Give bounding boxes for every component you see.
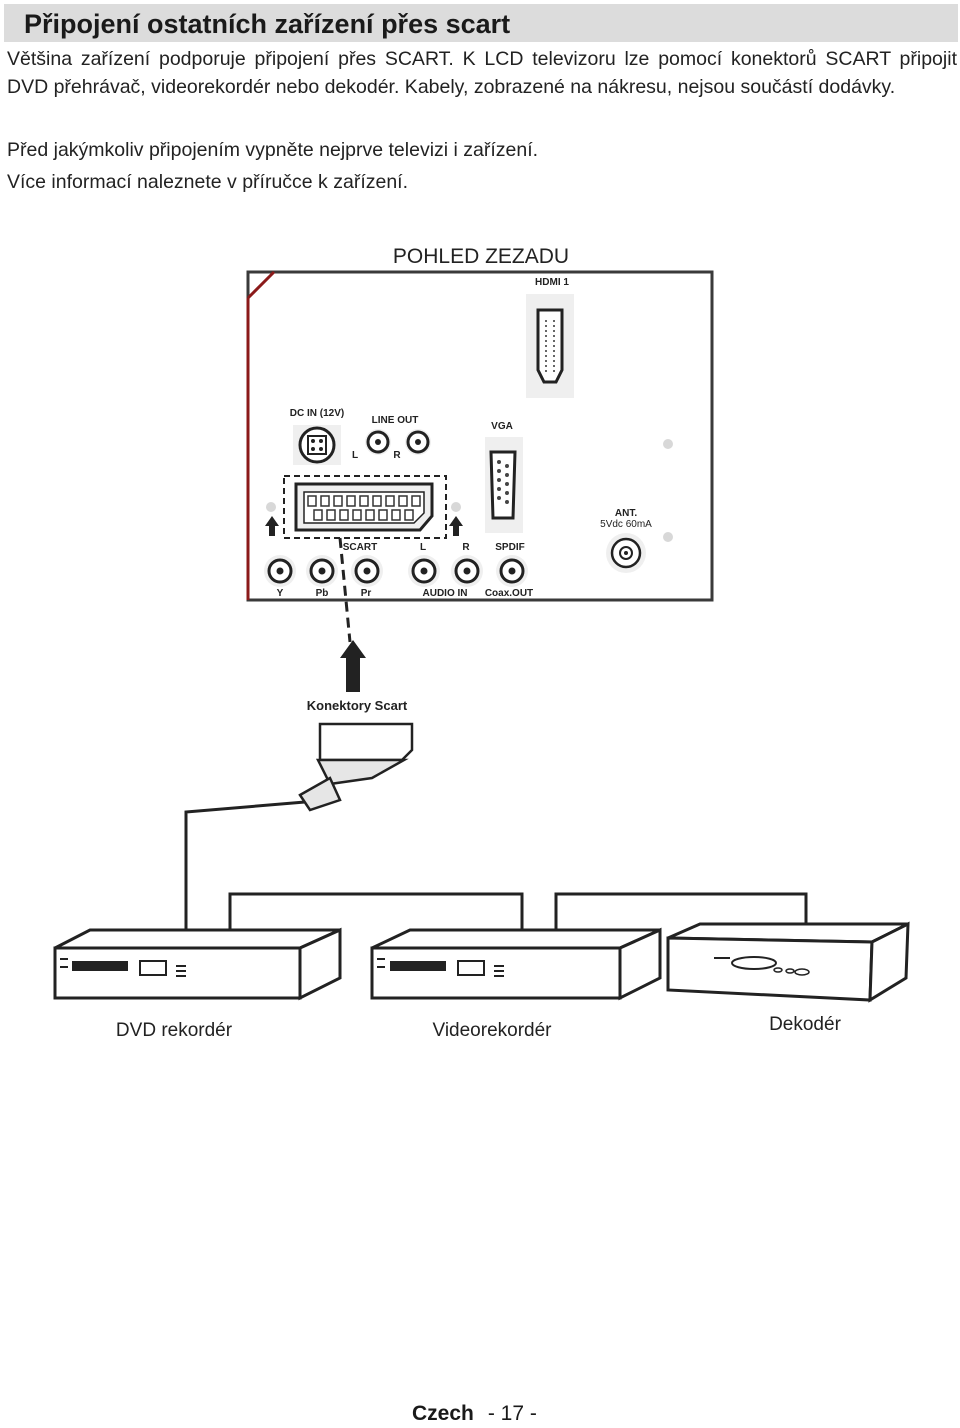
- y-label: Y: [277, 588, 284, 599]
- connection-diagram: POHLED ZEZADU HDMI 1 DC IN (12V) LINE OU…: [53, 245, 910, 1041]
- vga-label: VGA: [491, 421, 513, 432]
- panel-dot: [663, 532, 673, 542]
- footer-language: Czech: [412, 1402, 474, 1425]
- dvd-recorder-icon: [53, 927, 342, 1001]
- audio-l-label: L: [420, 542, 426, 553]
- up-arrow-icon: [449, 516, 463, 536]
- scart-plug-icon: [298, 722, 414, 812]
- diagram-title: POHLED ZEZADU: [393, 245, 569, 268]
- line-out-r-label: R: [393, 450, 401, 461]
- scart-label: SCART: [343, 542, 377, 553]
- scart-port: SCART: [283, 475, 447, 553]
- page-footer: Czech - 17 -: [412, 1402, 537, 1426]
- pr-label: Pr: [361, 588, 372, 599]
- connector-label: Konektory Scart: [307, 698, 408, 713]
- vcr-icon: [370, 927, 662, 1001]
- device-label-dvd: DVD rekordér: [116, 1020, 233, 1041]
- hdmi-label: HDMI 1: [535, 277, 569, 288]
- ant-spec-label: 5Vdc 60mA: [600, 519, 652, 530]
- vga-port: VGA: [485, 421, 523, 533]
- device-label-vcr: Videorekordér: [432, 1020, 552, 1041]
- rca-ports: [264, 555, 528, 587]
- info-paragraph: Více informací naleznete v příručce k za…: [7, 171, 409, 193]
- line-out-label: LINE OUT: [372, 415, 419, 426]
- line-out-l-label: L: [352, 450, 358, 461]
- warning-paragraph: Před jakýmkoliv připojením vypněte nejpr…: [7, 139, 539, 161]
- page-title: Připojení ostatních zařízení přes scart: [24, 9, 511, 39]
- dc-in-label: DC IN (12V): [290, 408, 344, 419]
- hdmi-port: HDMI 1: [526, 277, 574, 398]
- title-bar: Připojení ostatních zařízení přes scart: [4, 4, 958, 42]
- decoder-icon: [666, 921, 910, 1003]
- page-number: - 17 -: [487, 1402, 537, 1425]
- intro-paragraph: Většina zařízení podporuje připojení pře…: [7, 48, 957, 98]
- device-label-decoder: Dekodér: [769, 1014, 841, 1035]
- panel-dot: [266, 502, 276, 512]
- audio-r-label: R: [462, 542, 470, 553]
- panel-dot: [663, 439, 673, 449]
- pb-label: Pb: [316, 588, 329, 599]
- scart-cable: [184, 800, 808, 950]
- ant-label: ANT.: [615, 508, 637, 519]
- audio-in-label: AUDIO IN: [423, 588, 468, 599]
- scart-link-line: [338, 537, 352, 643]
- line-out-ports: LINE OUT L R: [352, 415, 431, 461]
- dc-in-port: DC IN (12V): [290, 408, 344, 465]
- coax-out-label: Coax.OUT: [485, 588, 533, 599]
- up-arrow-icon: [265, 516, 279, 536]
- big-up-arrow-icon: [340, 640, 366, 692]
- panel-dot: [451, 502, 461, 512]
- spdif-label: SPDIF: [495, 542, 524, 553]
- antenna-port: ANT. 5Vdc 60mA: [600, 508, 652, 573]
